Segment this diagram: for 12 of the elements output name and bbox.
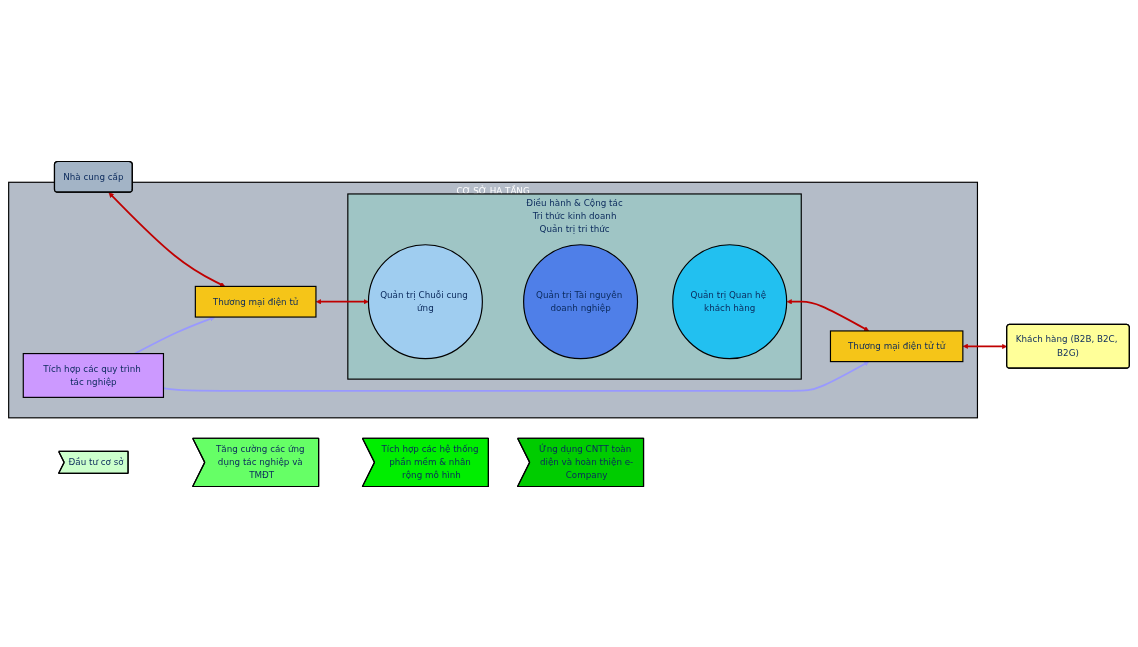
node-circle xyxy=(523,243,639,359)
arrow xyxy=(108,191,226,287)
cluster xyxy=(347,192,802,380)
node-box xyxy=(829,329,964,362)
arrow xyxy=(315,298,369,304)
arrow xyxy=(786,298,870,331)
node-circle xyxy=(367,243,483,359)
cluster xyxy=(8,181,979,418)
node-box xyxy=(22,352,165,398)
node-circle xyxy=(672,243,788,359)
arrow xyxy=(134,315,216,354)
node-box xyxy=(194,285,317,318)
